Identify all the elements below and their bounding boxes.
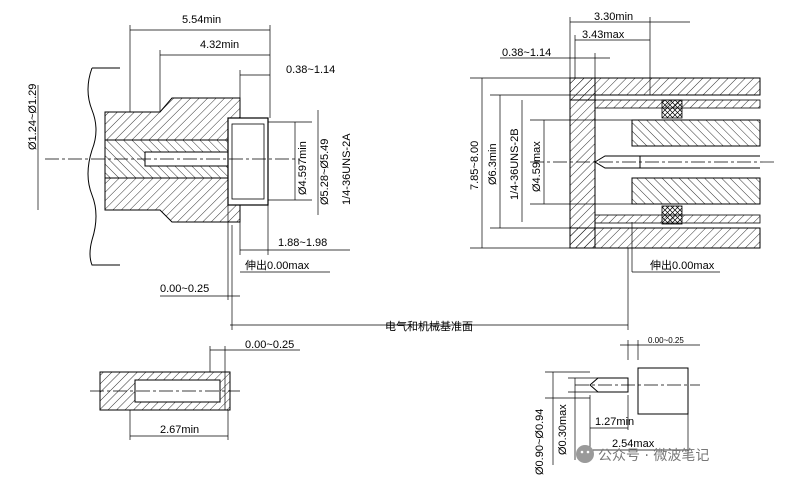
dim-1-27: 1.27min — [595, 416, 634, 428]
dim-0-30: Ø0.30max — [557, 404, 569, 455]
left-pin-detail — [90, 346, 300, 440]
dim-7-85: 7.85~8.00 — [469, 141, 481, 190]
left-dimensions — [37, 25, 350, 330]
dim-0-90: Ø0.90~Ø0.94 — [534, 409, 546, 475]
dim-0-00-left-b: 0.00~0.25 — [245, 339, 294, 351]
left-connector-body — [45, 67, 300, 266]
dim-0-00-left: 0.00~0.25 — [160, 283, 209, 295]
dim-4-32: 4.32min — [200, 39, 239, 51]
dim-2-54: 2.54max — [612, 438, 655, 450]
dim-4-597: Ø4.597min — [297, 141, 309, 195]
watermark: 公众号 · 微波笔记 — [576, 445, 709, 464]
dim-4-59: Ø4.59max — [531, 141, 543, 192]
watermark-text: 公众号 · 微波笔记 — [598, 448, 709, 464]
wechat-icon — [576, 445, 594, 463]
dim-0-38-left: 0.38~1.14 — [286, 64, 335, 76]
dim-5-28: Ø5.28~Ø5.49 — [319, 139, 331, 205]
right-connector-body — [530, 77, 775, 249]
dim-1-88: 1.88~1.98 — [278, 237, 327, 249]
dim-0-00-right: 0.00~0.25 — [648, 336, 684, 345]
dim-3-43: 3.43max — [582, 29, 625, 41]
protrude-left: 伸出0.00max — [245, 258, 310, 272]
thread-left: 1/4-36UNS-2A — [341, 133, 353, 205]
right-pin-detail — [545, 340, 700, 465]
right-dimensions — [470, 17, 720, 330]
protrude-right: 伸出0.00max — [650, 258, 715, 272]
dim-1-24: Ø1.24~Ø1.29 — [27, 84, 39, 150]
dim-2-67: 2.67min — [160, 424, 199, 436]
reference-plane-label: 电气和机械基准面 — [385, 319, 473, 333]
dim-6-3: Ø6.3min — [487, 143, 499, 185]
dim-0-38-right: 0.38~1.14 — [502, 47, 551, 59]
dim-5-54: 5.54min — [182, 14, 221, 26]
dim-3-30: 3.30min — [594, 11, 633, 23]
thread-right: 1/4-36UNS-2B — [509, 128, 521, 200]
